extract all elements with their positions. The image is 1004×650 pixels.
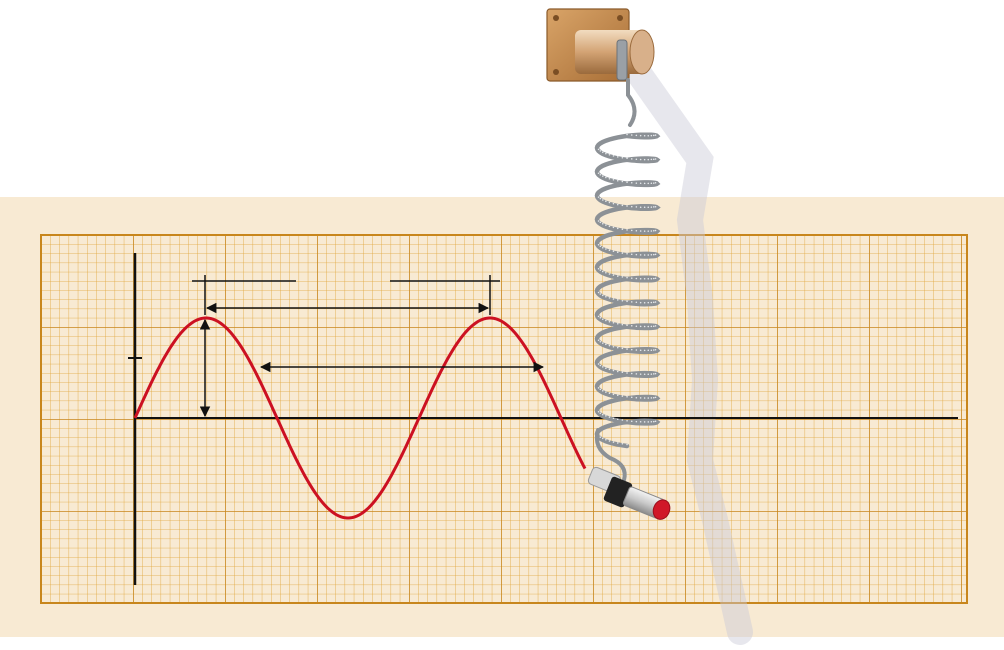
- spring-shadow: [627, 62, 753, 645]
- grid-border: [40, 234, 968, 604]
- wall-mount-icon: [546, 8, 655, 82]
- spring-icon: [594, 78, 661, 482]
- sine-wave-trace: [133, 316, 587, 520]
- pen-icon: [587, 466, 671, 520]
